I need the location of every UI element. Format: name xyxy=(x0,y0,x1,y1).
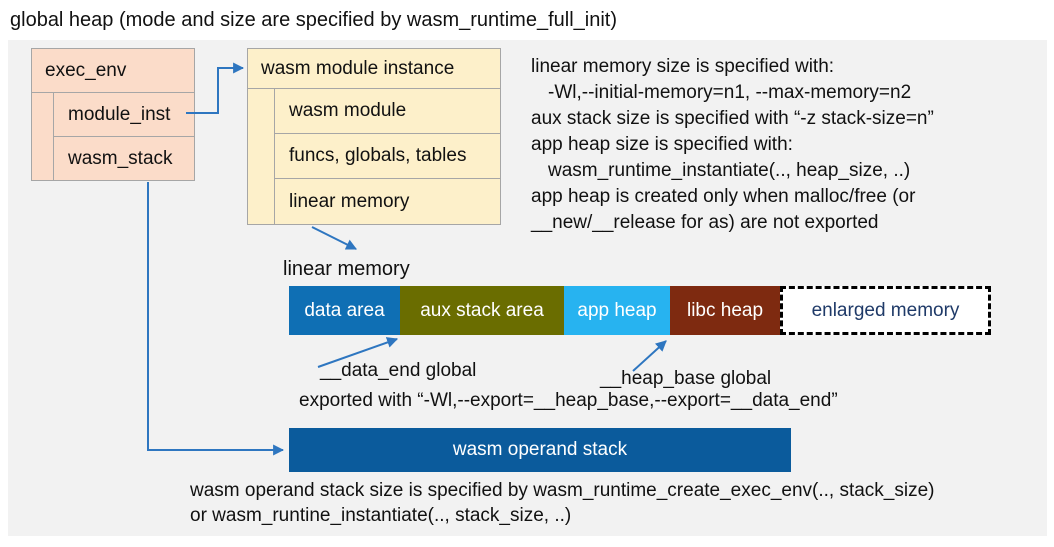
module-row-wasm-module: wasm module xyxy=(274,89,500,134)
segment-label: data area xyxy=(304,299,385,321)
wasm-operand-stack-box: wasm operand stack xyxy=(289,428,791,472)
export-flags-label: exported with “-Wl,--export=__heap_base,… xyxy=(299,390,838,411)
module-row-funcs-globals-tables: funcs, globals, tables xyxy=(274,134,500,179)
segment-label: enlarged memory xyxy=(811,299,960,321)
note-line: aux stack size is specified with “-z sta… xyxy=(531,108,934,129)
wasm-module-instance-title: wasm module instance xyxy=(248,49,500,89)
operand-stack-caption: wasm operand stack size is specified by … xyxy=(190,478,935,528)
note-line: wasm_runtime_instantiate(.., heap_size, … xyxy=(548,160,911,181)
data-end-global-label: __data_end global xyxy=(320,360,477,381)
module-row-linear-memory: linear memory xyxy=(274,179,500,224)
caption-line-1: wasm operand stack size is specified by … xyxy=(190,480,935,501)
note-line: app heap is created only when malloc/fre… xyxy=(531,186,916,207)
memory-segment-data-area: data area xyxy=(289,286,400,335)
memory-segment-app-heap: app heap xyxy=(564,286,670,335)
segment-label: app heap xyxy=(577,299,657,321)
exec-env-title: exec_env xyxy=(32,49,194,93)
note-line: -Wl,--initial-memory=n1, --max-memory=n2 xyxy=(548,82,912,103)
exec-env-box: exec_env module_inst wasm_stack xyxy=(31,48,195,181)
note-line: __new/__release for as) are not exported xyxy=(531,212,879,233)
linear-memory-label: linear memory xyxy=(283,258,410,280)
note-line: app heap size is specified with: xyxy=(531,134,793,155)
wasm-module-instance-box: wasm module instance wasm module funcs, … xyxy=(247,48,501,225)
segment-label: libc heap xyxy=(686,299,764,321)
heap-base-global-label: __heap_base global xyxy=(600,368,772,389)
memory-segment-aux-stack-area: aux stack area xyxy=(400,286,564,335)
caption-line-2: or wasm_runtine_instantiate(.., stack_si… xyxy=(190,505,572,526)
memory-segment-enlarged-memory: enlarged memory xyxy=(780,286,991,335)
exec-env-row-module-inst: module_inst xyxy=(53,93,194,137)
exec-env-row-wasm-stack: wasm_stack xyxy=(53,137,194,180)
note-line: linear memory size is specified with: xyxy=(531,56,835,77)
memory-segment-libc-heap: libc heap xyxy=(670,286,780,335)
linear-memory-bar: data area aux stack area app heap libc h… xyxy=(289,286,991,335)
segment-label: aux stack area xyxy=(420,299,544,321)
page-title: global heap (mode and size are specified… xyxy=(10,9,617,31)
size-notes-block: linear memory size is specified with: -W… xyxy=(531,54,1047,236)
